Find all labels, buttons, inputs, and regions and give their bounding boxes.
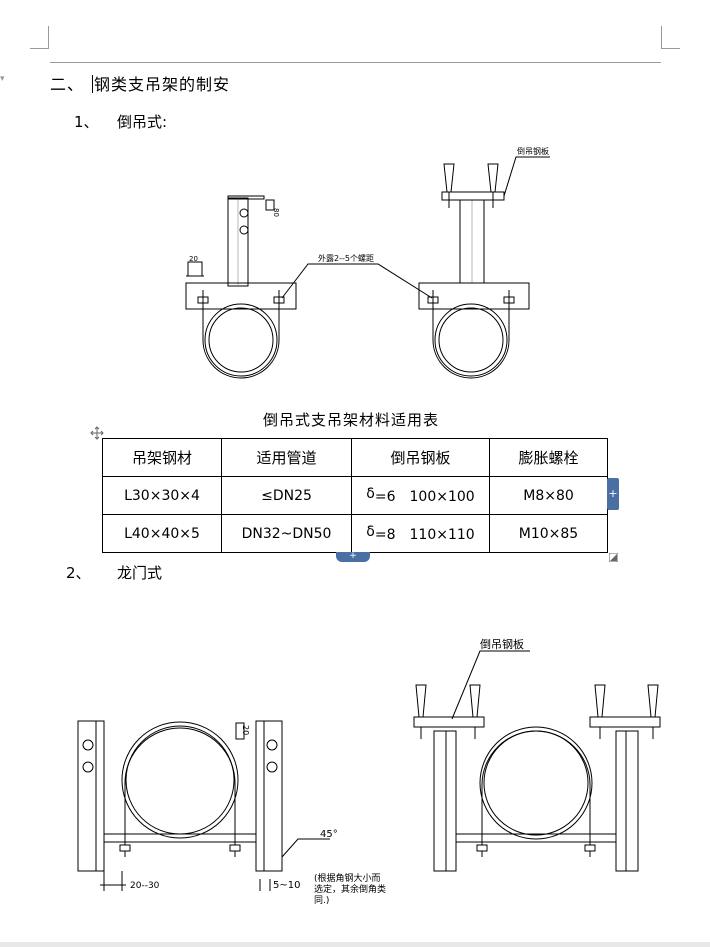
thread-leader-line	[281, 263, 433, 299]
table-cell-steel[interactable]: L30×30×4	[102, 476, 222, 515]
table-header-cell[interactable]: 膨胀螺栓	[489, 438, 608, 477]
table-header-cell[interactable]: 倒吊钢板	[351, 438, 490, 477]
dim-20-label: 20	[189, 255, 198, 263]
table-cell-bolt[interactable]: M10×85	[489, 514, 608, 553]
left-gantry-pipe	[121, 721, 239, 839]
left-bolt-hole-2	[239, 225, 249, 235]
table-row: L30×30×4 ≤DN25 δ=6 100×100 M8×80	[102, 476, 608, 515]
figure-inverted-hanger: 外露2--5个螺距 倒吊钢板 20 80	[185, 146, 550, 379]
delta-symbol: δ	[366, 523, 375, 540]
plate-label-2: 倒吊钢板	[480, 637, 524, 651]
table-cell-pipe[interactable]: ≤DN25	[221, 476, 352, 515]
plate-label: 倒吊钢板	[517, 146, 549, 156]
right-plate-left	[413, 716, 485, 728]
section-heading[interactable]: 二、钢类支吊架的制安	[50, 71, 230, 95]
thread-label: 外露2--5个螺距	[318, 253, 374, 263]
subsection-2-number: 2、	[66, 564, 91, 582]
dim-2030-label: 20--30	[130, 881, 160, 891]
angle-label: 45°	[320, 829, 338, 840]
left-base-plate	[185, 282, 297, 310]
table-cell-bolt[interactable]: M8×80	[489, 476, 608, 515]
delta-symbol: δ	[366, 485, 375, 502]
right-pipe	[434, 303, 508, 377]
add-row-button[interactable]: +	[336, 552, 370, 562]
right-plate-right	[589, 716, 661, 728]
material-table[interactable]: 吊架钢材 适用管道 倒吊钢板 膨胀螺栓 L30×30×4 ≤DN25 δ=6 1…	[102, 438, 608, 553]
note-line-3: 同.)	[314, 895, 329, 906]
table-title: 倒吊式支吊架材料适用表	[263, 411, 440, 429]
dim-box-20	[235, 722, 245, 740]
post-hole	[266, 739, 278, 751]
right-hanger-plate	[441, 191, 505, 201]
left-gantry-u-bolt	[124, 727, 236, 845]
plate-leader-line	[503, 156, 550, 197]
subsection-1-title: 倒吊式:	[117, 113, 168, 131]
left-post-2	[255, 720, 283, 872]
text-cursor	[92, 75, 93, 93]
dim-box-20	[187, 261, 203, 277]
plate-spec: =6 100×100	[374, 488, 475, 505]
dim-box-80	[265, 199, 275, 211]
table-cell-plate[interactable]: δ=6 100×100	[351, 476, 490, 515]
right-gantry-pipe	[479, 726, 593, 840]
margin-marker-icon: ▾	[0, 74, 5, 84]
left-u-bolt	[202, 306, 280, 379]
dim-80-label: 80	[272, 208, 280, 217]
post-hole	[266, 761, 278, 773]
subsection-2-title: 龙门式	[117, 564, 163, 582]
dim-510-label: 5~10	[273, 880, 300, 891]
section-number: 二、	[50, 75, 85, 94]
left-pipe	[204, 303, 278, 377]
left-bolt-hole-1	[239, 208, 249, 218]
post-hole	[82, 761, 94, 773]
expansion-bolt	[647, 684, 659, 718]
post-hole	[82, 739, 94, 751]
figure-gantry-hanger: 倒吊钢板 45° 20 20--30 5~10 (根据角钢大小而 选定，其余倒角…	[77, 637, 661, 906]
plate-spec: =8 110×110	[374, 526, 475, 543]
expansion-bolt-left	[443, 163, 455, 193]
page-corner-top-left	[30, 26, 49, 49]
expansion-bolt	[415, 684, 427, 718]
table-cell-pipe[interactable]: DN32~DN50	[221, 514, 352, 553]
angle-leader-line	[281, 838, 330, 858]
note-line-2: 选定，其余倒角类	[314, 883, 386, 895]
left-post-1	[77, 720, 105, 872]
subsection-1-number: 1、	[74, 113, 99, 131]
table-cell-plate[interactable]: δ=8 110×110	[351, 514, 490, 553]
right-gantry-u-bolt	[481, 730, 591, 845]
table-header-row: 吊架钢材 适用管道 倒吊钢板 膨胀螺栓	[102, 438, 608, 477]
plate-leader-line	[451, 650, 530, 720]
note-line-1: (根据角钢大小而	[314, 872, 381, 884]
table-cell-steel[interactable]: L40×40×5	[102, 514, 222, 553]
table-row: L40×40×5 DN32~DN50 δ=8 110×110 M10×85	[102, 514, 608, 553]
subsection-2[interactable]: 2、 龙门式	[66, 562, 162, 583]
expansion-bolt	[469, 684, 481, 718]
dim-20-label-2: 20	[241, 725, 250, 735]
table-resize-handle-icon[interactable]	[609, 553, 618, 562]
page-corner-top-right	[661, 26, 680, 49]
left-top-plate	[227, 195, 265, 200]
right-post-1	[433, 730, 457, 872]
right-base-plate	[418, 282, 530, 310]
table-move-handle-icon[interactable]	[90, 426, 104, 440]
header-line	[50, 62, 661, 63]
expansion-bolt-right	[487, 163, 499, 193]
table-header-cell[interactable]: 吊架钢材	[102, 438, 222, 477]
right-u-bolt	[432, 306, 510, 379]
right-post-2	[615, 730, 639, 872]
section-title: 钢类支吊架的制安	[94, 75, 231, 94]
add-column-button[interactable]: +	[607, 478, 619, 510]
table-header-cell[interactable]: 适用管道	[221, 438, 352, 477]
subsection-1[interactable]: 1、倒吊式:	[74, 111, 167, 132]
expansion-bolt	[594, 684, 606, 718]
right-cross-beam	[455, 833, 617, 843]
bottom-status-strip	[0, 942, 710, 947]
